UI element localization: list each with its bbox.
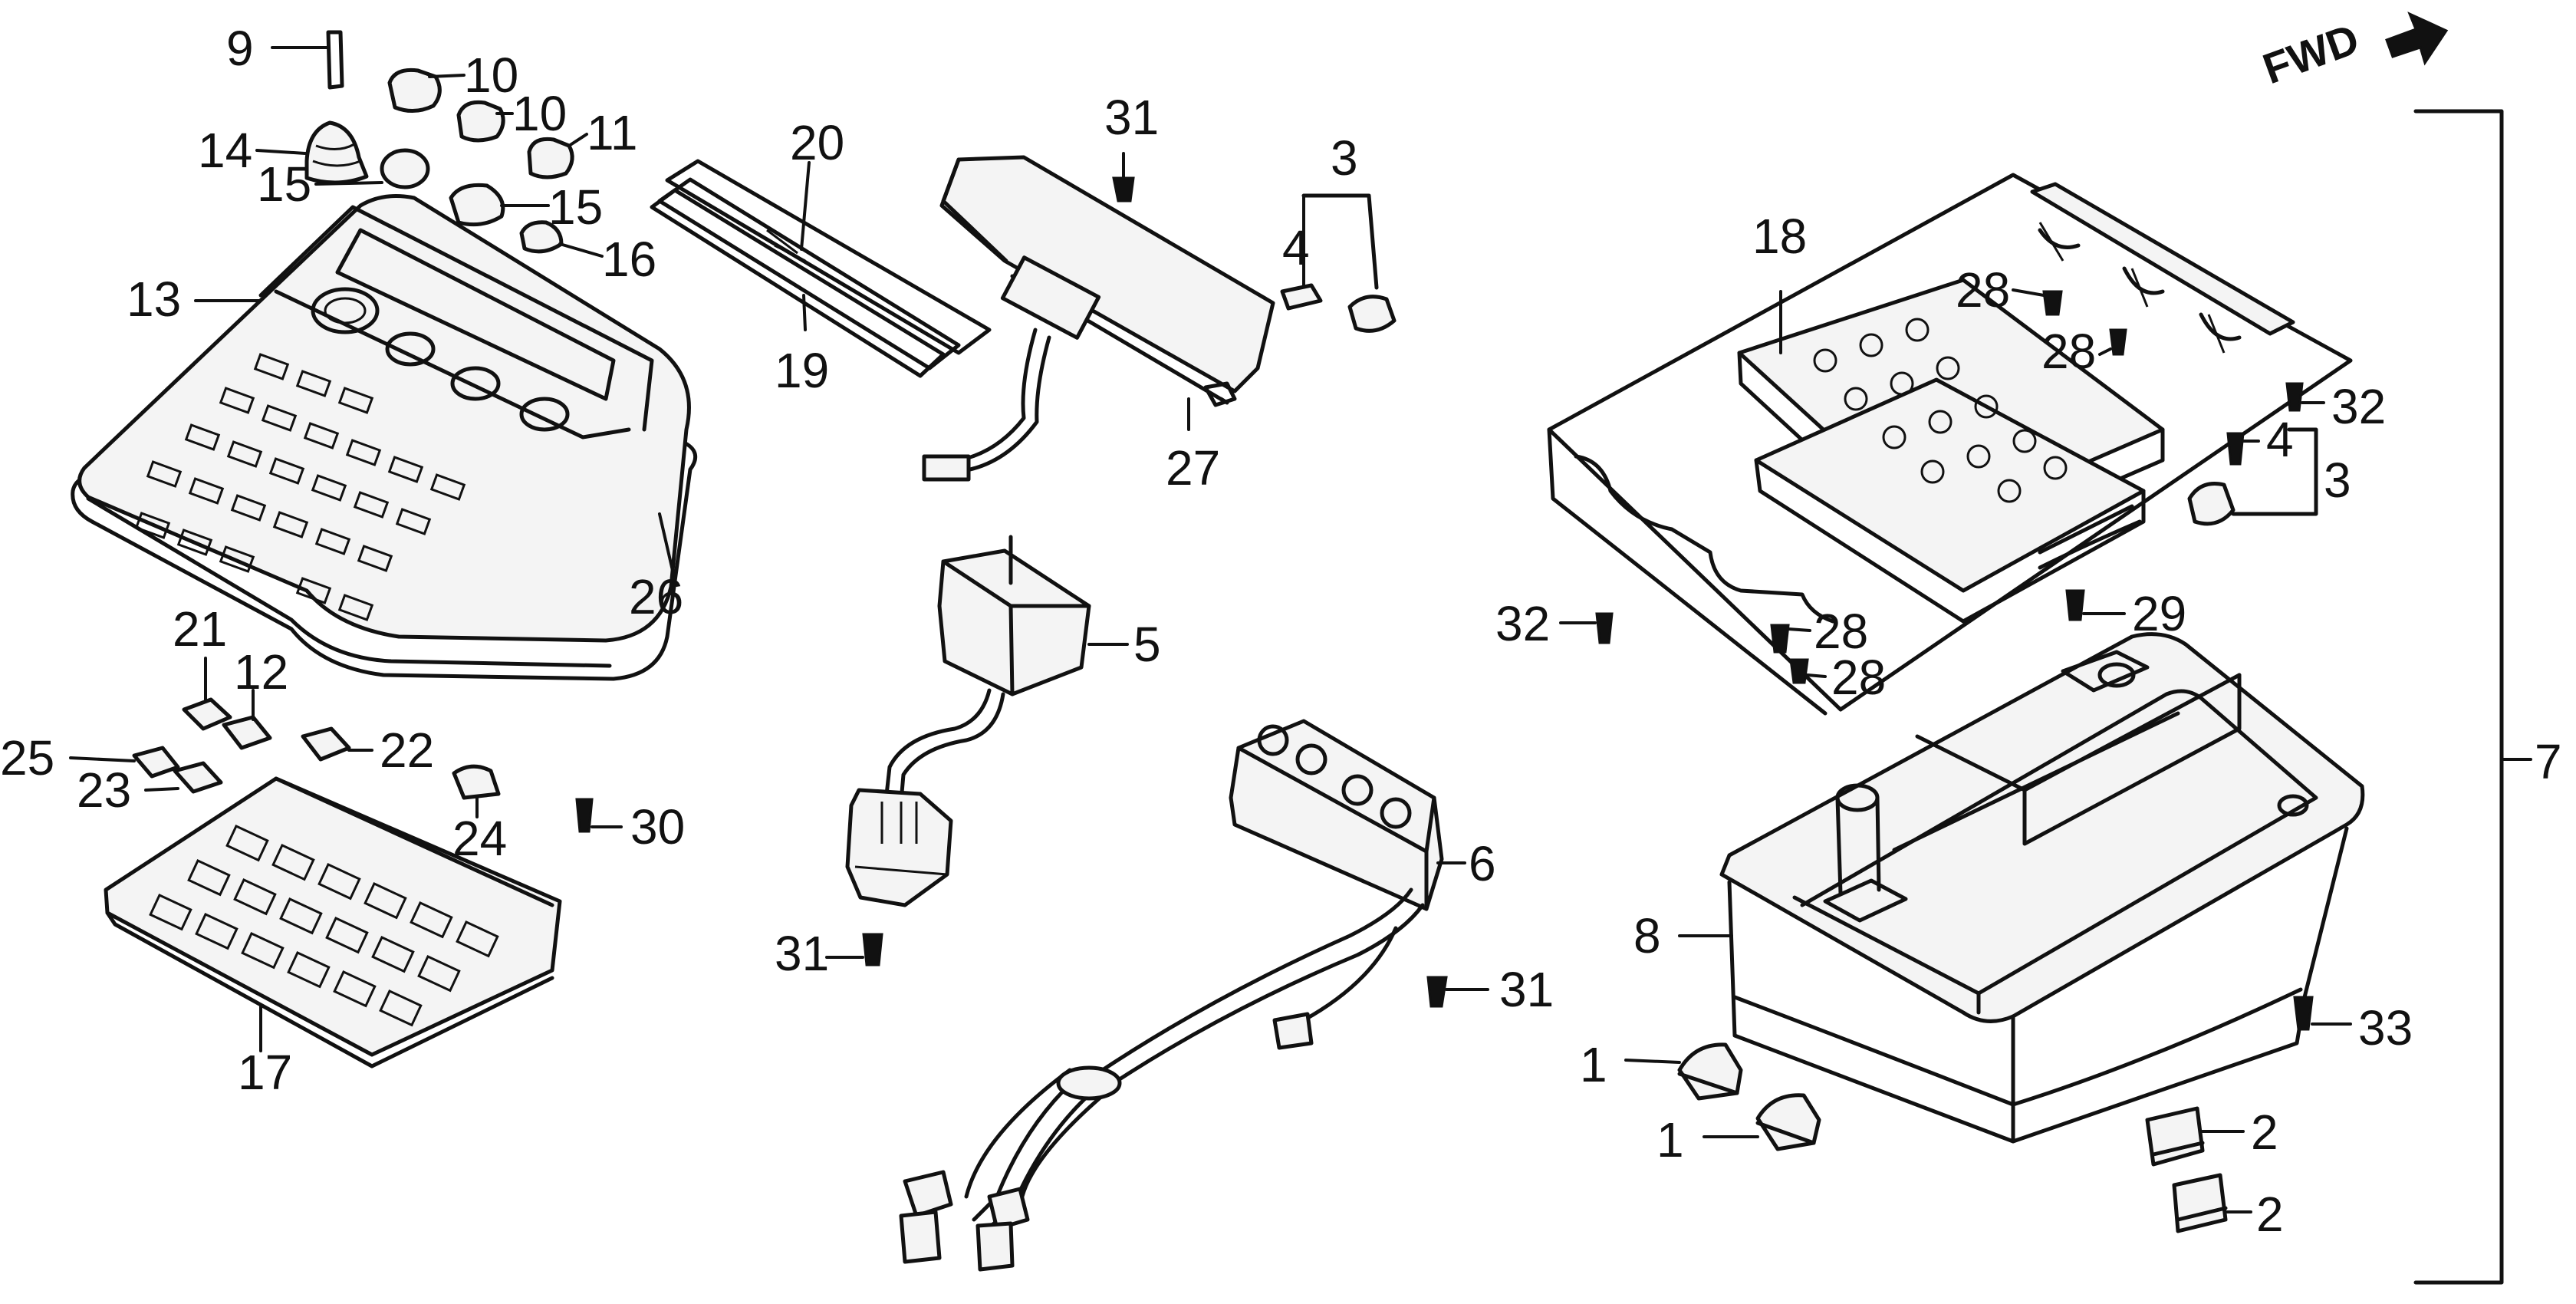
callout-20: 20 xyxy=(790,115,844,170)
part-9-pin xyxy=(271,30,344,90)
part-30-screw xyxy=(575,798,623,833)
callout-24: 24 xyxy=(452,811,507,866)
callout-31: 31 xyxy=(1104,90,1159,145)
forward-arrow-icon xyxy=(2385,12,2449,66)
part-31-screw-right xyxy=(1426,976,1489,1008)
callout-15: 15 xyxy=(548,179,603,235)
callout-27: 27 xyxy=(1166,440,1220,496)
part-13-control-panel-housing xyxy=(71,194,698,681)
callout-28: 28 xyxy=(2041,324,2096,379)
callout-9: 9 xyxy=(226,21,254,76)
fwd-label: FWD xyxy=(2257,14,2365,93)
callout-22: 22 xyxy=(380,723,434,778)
fwd-indicator: FWD xyxy=(2257,12,2449,93)
callout-30: 30 xyxy=(630,799,685,855)
callout-26: 26 xyxy=(629,569,683,624)
part-27-display-unit xyxy=(922,155,1275,482)
assembly-bracket xyxy=(2413,109,2532,1285)
part-29-screw xyxy=(2065,589,2126,621)
callout-1: 1 xyxy=(1580,1037,1607,1092)
callout-28: 28 xyxy=(1956,262,2010,318)
callout-14: 14 xyxy=(198,123,252,178)
callout-4: 4 xyxy=(2266,412,2294,467)
part-6-control-module xyxy=(899,719,1466,1272)
callout-25: 25 xyxy=(0,730,54,785)
callout-28: 28 xyxy=(1814,604,1868,659)
callout-21: 21 xyxy=(173,601,227,657)
callout-12: 12 xyxy=(234,644,288,700)
callout-5: 5 xyxy=(1133,617,1161,672)
callout-18: 18 xyxy=(1752,209,1807,264)
callout-28: 28 xyxy=(1831,650,1886,705)
part-31-screw-lower-left xyxy=(825,933,883,966)
part-2-clips xyxy=(2145,1106,2252,1233)
part-1-clips xyxy=(1624,1042,1821,1151)
callout-32: 32 xyxy=(2331,379,2386,434)
callout-16: 16 xyxy=(602,232,656,287)
callout-4: 4 xyxy=(1282,220,1310,275)
part-knobs xyxy=(255,68,604,258)
callout-3: 3 xyxy=(2324,453,2351,508)
callout-32: 32 xyxy=(1495,596,1550,651)
part-19-20-display-lens xyxy=(650,159,992,378)
part-8-lower-case xyxy=(1678,632,2365,1144)
callout-17: 17 xyxy=(238,1045,292,1100)
part-28-screws xyxy=(1770,288,2127,684)
callout-31: 31 xyxy=(775,926,829,981)
callout-10: 10 xyxy=(464,48,518,103)
part-17-switch-panel xyxy=(104,776,562,1069)
callout-13: 13 xyxy=(127,272,181,327)
callout-31: 31 xyxy=(1499,962,1554,1017)
callout-23: 23 xyxy=(77,762,131,818)
part-31-screw-top xyxy=(1112,152,1135,203)
callout-1: 1 xyxy=(1656,1112,1684,1167)
callout-3: 3 xyxy=(1331,130,1358,186)
callout-11: 11 xyxy=(587,105,637,160)
callout-2: 2 xyxy=(2256,1187,2284,1242)
callout-19: 19 xyxy=(775,343,829,398)
callout-29: 29 xyxy=(2132,586,2186,641)
part-32-screws xyxy=(1559,382,2325,644)
callout-7: 7 xyxy=(2535,734,2562,789)
callout-33: 33 xyxy=(2358,1000,2413,1055)
callout-10: 10 xyxy=(512,86,567,141)
callout-2: 2 xyxy=(2251,1105,2278,1160)
part-18-circuit-board-assembly xyxy=(1547,173,2353,716)
callout-15: 15 xyxy=(257,156,311,212)
callout-6: 6 xyxy=(1469,836,1496,891)
callout-8: 8 xyxy=(1633,908,1661,963)
part-33-screw xyxy=(2293,996,2352,1031)
callout-labels: 9 10 10 11 14 15 15 16 13 20 19 31 3 4 2… xyxy=(0,21,2562,1242)
part-3-4-right xyxy=(2187,427,2318,526)
part-3-4-top xyxy=(1280,193,1397,333)
part-5-actuator xyxy=(845,535,1129,907)
part-switch-buttons xyxy=(69,657,501,818)
